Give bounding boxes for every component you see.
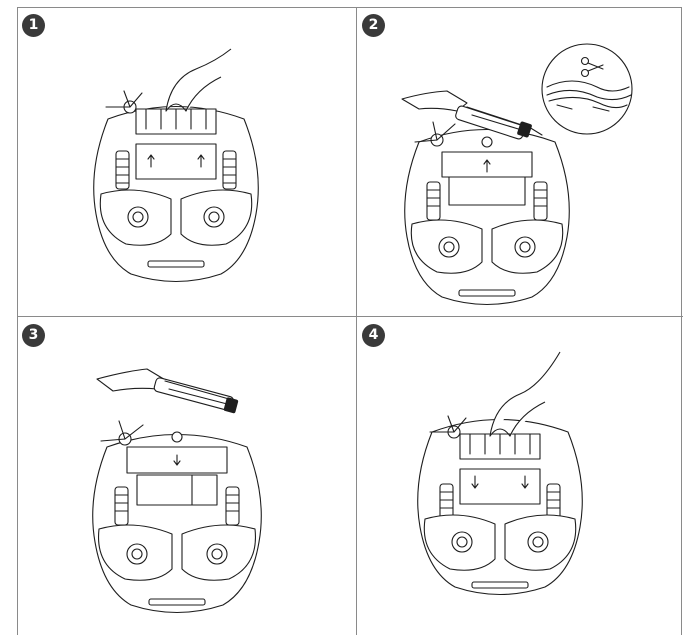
- close-brush-cover-icon: [357, 317, 683, 635]
- step-panel-2: 2: [357, 7, 683, 316]
- hand-with-brush-icon: [97, 369, 239, 414]
- step-panel-4: 4: [357, 317, 683, 626]
- robot-vacuum-bottom-icon: [93, 421, 262, 613]
- step-panel-3: 3: [17, 317, 356, 626]
- step-panel-1: 1: [17, 7, 356, 316]
- robot-vacuum-bottom-icon: [418, 352, 583, 595]
- robot-vacuum-bottom-icon: [405, 122, 570, 305]
- remove-brush-cover-icon: [17, 7, 356, 316]
- cut-hair-from-main-brush-icon: [357, 7, 683, 316]
- reinsert-main-brush-icon: [17, 317, 356, 635]
- robot-vacuum-bottom-icon: [94, 49, 259, 282]
- instruction-grid: 1: [17, 7, 683, 635]
- scissors-zoom-icon: [529, 44, 632, 135]
